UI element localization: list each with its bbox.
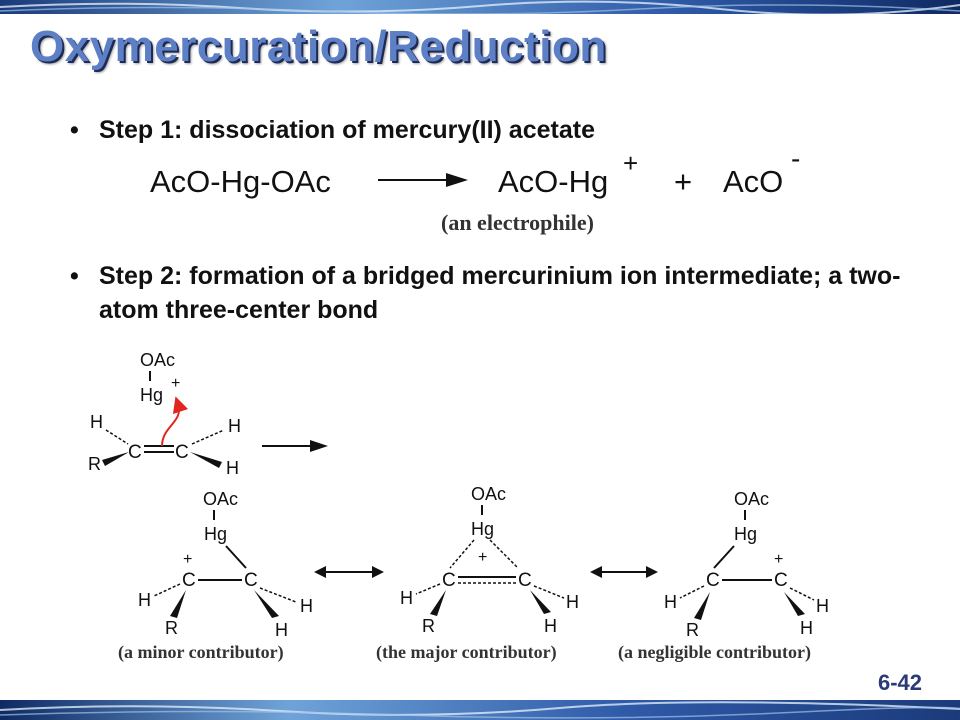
r-label: R xyxy=(686,620,699,640)
h-left-label: H xyxy=(138,590,151,610)
c-right-label: C xyxy=(244,570,258,591)
c-left-label: C xyxy=(128,442,142,463)
reaction-arrow xyxy=(378,173,468,187)
resonance-arrow xyxy=(590,566,658,578)
h-right-label: H xyxy=(300,596,313,616)
electrophile-note: (an electrophile) xyxy=(441,210,594,235)
bullet-text: Step 2: formation of a bridged mercurini… xyxy=(99,262,901,324)
top-decorative-band xyxy=(0,0,960,14)
r-label: R xyxy=(165,618,178,638)
resonance-arrow xyxy=(314,566,384,578)
page-number: 6-42 xyxy=(877,670,922,695)
caption: (a minor contributor) xyxy=(118,642,284,663)
charge-label: + xyxy=(183,551,192,568)
bottom-decorative-band xyxy=(0,700,960,720)
c-right-label: C xyxy=(518,570,532,591)
hg-label: Hg xyxy=(734,524,757,544)
bullet-marker: • xyxy=(70,262,79,290)
h-right-top-label: H xyxy=(228,416,241,436)
h-left-label: H xyxy=(400,588,413,608)
c-right-label: C xyxy=(175,442,189,463)
charge-label: + xyxy=(478,549,487,566)
bullet-text: Step 1: dissociation of mercury(II) acet… xyxy=(99,116,595,144)
minor-contributor: OAc Hg + C C H R H H (a minor contributo… xyxy=(118,489,313,663)
h-right-label: H xyxy=(816,596,829,616)
step1-reaction: AcO-Hg-OAc AcO-Hg + + AcO - (an electrop… xyxy=(150,154,800,235)
caption: (the major contributor) xyxy=(376,642,557,663)
c-left-label: C xyxy=(182,570,196,591)
hg-label: Hg xyxy=(471,519,494,539)
h-bottom-label: H xyxy=(544,616,557,636)
h-right-label: H xyxy=(566,592,579,612)
hg-charge: + xyxy=(171,375,180,392)
oac-label: OAc xyxy=(734,489,769,509)
c-right-label: C xyxy=(774,570,788,591)
hg-label: Hg xyxy=(204,524,227,544)
oac-label: OAc xyxy=(203,489,238,509)
plus-sign: + xyxy=(674,164,692,199)
byproduct-formula: AcO xyxy=(723,164,783,199)
h-left-label: H xyxy=(664,592,677,612)
product-formula: AcO-Hg xyxy=(498,164,608,199)
reactant-formula: AcO-Hg-OAc xyxy=(150,164,331,199)
product-charge: + xyxy=(623,154,638,178)
byproduct-charge: - xyxy=(791,154,800,174)
negligible-contributor: OAc Hg + C C H R H H (a negligible contr… xyxy=(618,489,829,663)
curved-arrow xyxy=(161,396,189,447)
oac-label: OAc xyxy=(471,484,506,504)
bullet-step2: • Step 2: formation of a bridged mercuri… xyxy=(70,259,910,327)
r-left-label: R xyxy=(88,454,101,474)
c-left-label: C xyxy=(706,570,720,591)
h-bottom-label: H xyxy=(275,620,288,640)
h-bottom-label: H xyxy=(800,618,813,638)
c-left-label: C xyxy=(442,570,456,591)
caption: (a negligible contributor) xyxy=(618,642,811,663)
slide-title: Oxymercuration/Reduction xyxy=(30,22,607,71)
bullet-marker: • xyxy=(70,116,79,144)
alkene-reactant: OAc Hg + C C H R H H xyxy=(88,350,241,478)
major-contributor: OAc Hg + C C H R H H (the major contribu… xyxy=(376,484,579,663)
charge-label: + xyxy=(774,551,783,568)
hg-label: Hg xyxy=(140,385,163,405)
mechanism-diagram: OAc Hg + C C H R H H OAc Hg xyxy=(88,350,829,663)
r-label: R xyxy=(422,616,435,636)
bullet-step1: • Step 1: dissociation of mercury(II) ac… xyxy=(70,113,910,147)
h-right-bottom-label: H xyxy=(226,458,239,478)
oac-label: OAc xyxy=(140,350,175,370)
forward-arrow xyxy=(262,440,328,452)
h-left-label: H xyxy=(90,412,103,432)
